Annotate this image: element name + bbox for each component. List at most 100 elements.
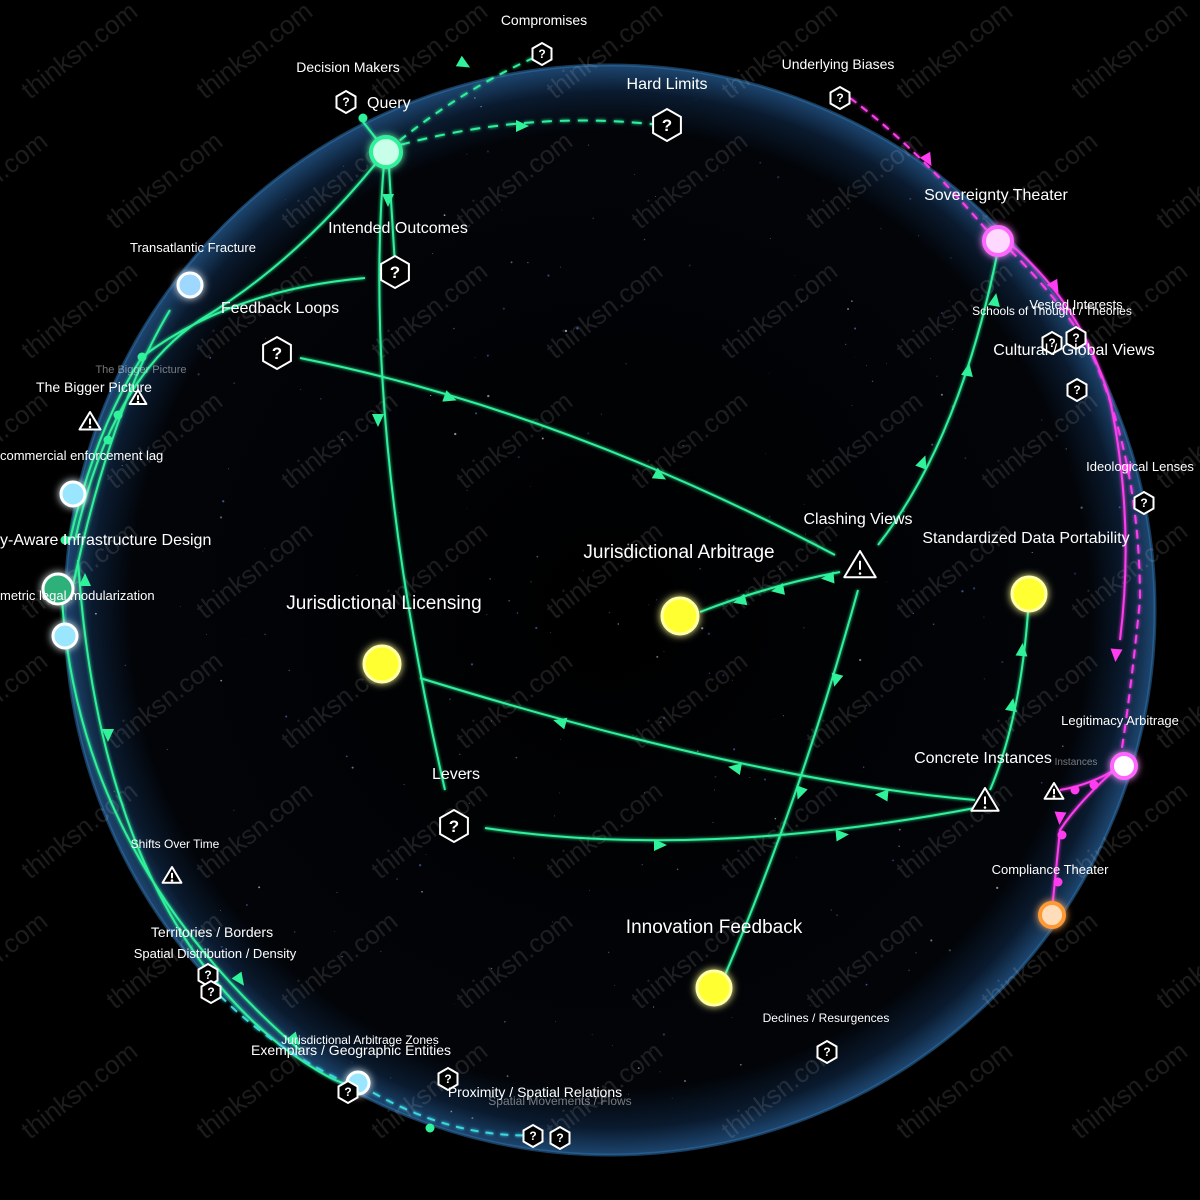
label-schools-of-thought[interactable]: Schools of Thought / Theories bbox=[972, 304, 1132, 318]
star bbox=[228, 468, 230, 470]
label-compliance-theater[interactable]: Compliance Theater bbox=[992, 862, 1109, 877]
sovereignty-theater-node[interactable] bbox=[982, 225, 1014, 257]
query-node[interactable] bbox=[369, 135, 403, 169]
question-icon-hard-limits[interactable]: ? bbox=[652, 107, 682, 143]
star bbox=[284, 199, 286, 201]
star bbox=[592, 549, 594, 551]
label-standardized-portability[interactable]: Standardized Data Portability bbox=[922, 530, 1129, 547]
label-jurisdictional-licensing[interactable]: Jurisdictional Licensing bbox=[286, 593, 481, 614]
question-icon-underlying-biases[interactable]: ? bbox=[829, 85, 851, 111]
commercial-lag-node[interactable] bbox=[59, 480, 87, 508]
label-decision-makers[interactable]: Decision Makers bbox=[296, 59, 399, 75]
star bbox=[773, 719, 775, 721]
star bbox=[1047, 583, 1048, 585]
star bbox=[886, 581, 887, 582]
label-commercial-lag[interactable]: commercial enforcement lag bbox=[0, 448, 163, 463]
infra-design-node[interactable] bbox=[41, 572, 75, 606]
question-icon-cultural-global-views[interactable]: ? bbox=[1066, 377, 1088, 403]
star bbox=[587, 432, 590, 435]
jurisdictional-licensing-node[interactable] bbox=[362, 644, 402, 684]
label-spatial-movements[interactable]: Spatial Movements / Flows bbox=[488, 1094, 631, 1108]
label-clashing-views[interactable]: Clashing Views bbox=[803, 511, 912, 528]
star bbox=[918, 235, 919, 237]
question-icon-intended-outcomes[interactable]: ? bbox=[380, 254, 410, 290]
question-icon-vested-interests[interactable]: ? bbox=[1065, 325, 1087, 351]
question-icon-exemplars[interactable]: ? bbox=[337, 1079, 359, 1105]
label-arbitrage-zones[interactable]: Jurisdictional Arbitrage Zones bbox=[281, 1033, 438, 1047]
label-concrete-instances[interactable]: Concrete Instances bbox=[914, 750, 1052, 767]
star bbox=[465, 771, 469, 775]
label-compromises[interactable]: Compromises bbox=[501, 12, 587, 28]
question-icon-levers[interactable]: ? bbox=[439, 808, 469, 844]
star bbox=[934, 1031, 936, 1033]
label-bigger-picture[interactable]: The Bigger Picture bbox=[36, 379, 152, 395]
label-sovereignty-theater[interactable]: Sovereignty Theater bbox=[924, 187, 1068, 204]
link-arrows bbox=[60, 55, 1133, 1133]
star bbox=[1041, 782, 1043, 784]
label-legitimacy-arbitrage[interactable]: Legitimacy Arbitrage bbox=[1061, 713, 1179, 728]
innovation-feedback-node[interactable] bbox=[695, 969, 733, 1007]
label-query[interactable]: Query bbox=[367, 95, 411, 112]
svg-text:?: ? bbox=[538, 47, 545, 61]
question-icon-schools-of-thought[interactable]: ? bbox=[1041, 330, 1063, 356]
label-levers[interactable]: Levers bbox=[432, 766, 480, 783]
label-vested-interests[interactable]: Vested Interests bbox=[1029, 297, 1123, 312]
transatlantic-fracture-node[interactable] bbox=[176, 271, 204, 299]
label-instances-faint[interactable]: Instances bbox=[1055, 757, 1098, 768]
label-innovation-feedback[interactable]: Innovation Feedback bbox=[626, 917, 803, 938]
label-bigger-picture-faint[interactable]: The Bigger Picture bbox=[95, 364, 186, 376]
label-shifts-over-time[interactable]: Shifts Over Time bbox=[131, 837, 220, 851]
star bbox=[902, 510, 905, 513]
question-icon-spatial-movements[interactable]: ? bbox=[522, 1123, 544, 1149]
label-ideological-lenses[interactable]: Ideological Lenses bbox=[1086, 459, 1194, 474]
warning-icon-bigger-picture[interactable] bbox=[78, 411, 102, 431]
label-cultural-global-views[interactable]: Cultural / Global Views bbox=[993, 342, 1155, 359]
compliance-theater-node[interactable] bbox=[1038, 901, 1066, 929]
star bbox=[511, 192, 513, 194]
warning-icon-shifts-over-time[interactable] bbox=[161, 866, 183, 884]
question-hex-icons: ?????????????????? bbox=[197, 41, 1155, 1151]
jurisdictional-arbitrage-node[interactable] bbox=[660, 596, 700, 636]
star bbox=[871, 380, 874, 383]
question-icon-decision-makers[interactable]: ? bbox=[335, 89, 357, 115]
star bbox=[682, 445, 684, 447]
label-infra-design[interactable]: y-Aware Infrastructure Design bbox=[0, 532, 211, 549]
label-proximity[interactable]: Proximity / Spatial Relations bbox=[448, 1084, 622, 1100]
warning-icon-concrete-instances[interactable] bbox=[970, 787, 1000, 812]
label-spatial-distribution[interactable]: Spatial Distribution / Density bbox=[134, 946, 297, 961]
warning-icon-bigger-picture-faint[interactable] bbox=[128, 389, 148, 405]
label-intended-outcomes[interactable]: Intended Outcomes bbox=[328, 220, 468, 237]
label-territories-borders[interactable]: Territories / Borders bbox=[151, 924, 273, 940]
question-icon-spatial-movements-2[interactable]: ? bbox=[549, 1125, 571, 1151]
star bbox=[82, 532, 84, 534]
label-transatlantic-fracture[interactable]: Transatlantic Fracture bbox=[130, 240, 256, 255]
star bbox=[964, 457, 967, 460]
question-icon-declines-resurgences[interactable]: ? bbox=[816, 1039, 838, 1065]
question-icon-spatial-distribution[interactable]: ? bbox=[200, 979, 222, 1005]
link-arrow bbox=[1005, 698, 1017, 712]
label-declines-resurgences[interactable]: Declines / Resurgences bbox=[763, 1011, 890, 1025]
question-icon-ideological-lenses[interactable]: ? bbox=[1133, 490, 1155, 516]
question-icon-feedback-loops[interactable]: ? bbox=[262, 335, 292, 371]
question-icon-proximity[interactable]: ? bbox=[437, 1066, 459, 1092]
warning-icon-clashing-views[interactable] bbox=[843, 550, 877, 579]
asym-modularization-node[interactable] bbox=[51, 622, 79, 650]
star bbox=[480, 105, 482, 108]
warning-icon-instances[interactable] bbox=[1043, 782, 1065, 800]
label-exemplars[interactable]: Exemplars / Geographic Entities bbox=[251, 1042, 451, 1058]
question-icon-compromises[interactable]: ? bbox=[531, 41, 553, 67]
star bbox=[782, 769, 784, 771]
svg-text:?: ? bbox=[1072, 331, 1079, 345]
legitimacy-arbitrage-node[interactable] bbox=[1110, 752, 1138, 780]
label-hard-limits[interactable]: Hard Limits bbox=[627, 76, 708, 93]
star bbox=[251, 931, 253, 933]
star bbox=[793, 274, 795, 276]
star bbox=[515, 756, 518, 759]
label-jurisdictional-arbitrage[interactable]: Jurisdictional Arbitrage bbox=[583, 542, 774, 563]
star bbox=[547, 274, 550, 277]
standardized-portability-node[interactable] bbox=[1010, 575, 1048, 613]
label-underlying-biases[interactable]: Underlying Biases bbox=[782, 56, 895, 72]
label-asym-modularization[interactable]: metric legal modularization bbox=[0, 588, 155, 603]
label-feedback-loops[interactable]: Feedback Loops bbox=[221, 300, 339, 317]
